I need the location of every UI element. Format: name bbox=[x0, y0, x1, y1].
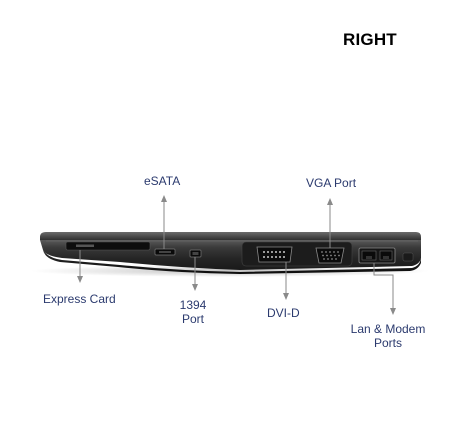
express-card-label: Express Card bbox=[43, 292, 116, 306]
lan-modem-ports bbox=[358, 247, 396, 264]
port-1394 bbox=[189, 249, 202, 258]
vga-port bbox=[315, 247, 345, 264]
port-1394-label-line1: 1394 bbox=[179, 298, 207, 312]
rubber-foot bbox=[402, 252, 414, 262]
dvi-d-port bbox=[256, 246, 293, 263]
express-card-slot bbox=[65, 241, 151, 251]
lan-modem-label: Lan & Modem Ports bbox=[348, 322, 428, 350]
esata-port bbox=[154, 248, 176, 256]
lan-modem-label-line1: Lan & Modem bbox=[350, 322, 426, 336]
callout-lines bbox=[77, 195, 396, 315]
port-1394-label: 1394 Port bbox=[178, 298, 208, 326]
vga-port-label: VGA Port bbox=[306, 176, 357, 190]
lan-modem-label-line2: Ports bbox=[373, 336, 402, 350]
esata-label: eSATA bbox=[144, 174, 181, 188]
side-title: RIGHT bbox=[343, 30, 397, 49]
dvi-d-label: DVI-D bbox=[267, 306, 300, 320]
port-1394-label-line2: Port bbox=[181, 312, 204, 326]
